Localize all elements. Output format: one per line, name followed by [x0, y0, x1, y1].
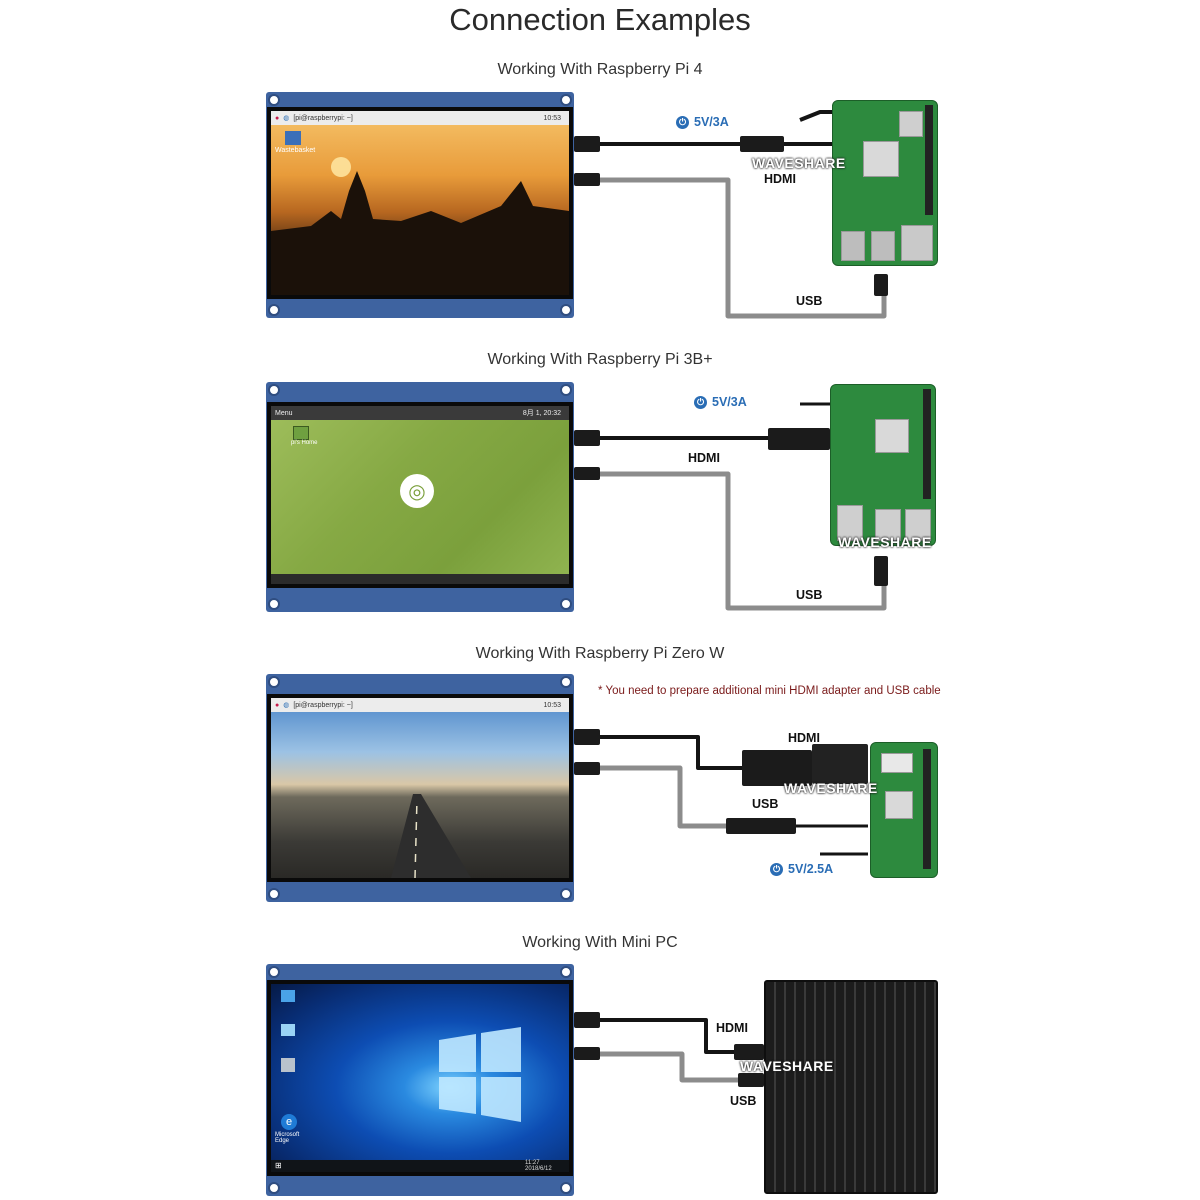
- power-icon: ⏻: [676, 115, 689, 129]
- hdmi-plug: [574, 1012, 600, 1028]
- wastebasket-icon: [285, 131, 301, 145]
- mini-hdmi-adapter: [812, 744, 868, 784]
- watermark: WAVESHARE: [838, 534, 932, 550]
- page-title: Connection Examples: [449, 2, 751, 37]
- ubuntu-mate-logo-icon: ◎: [400, 474, 434, 508]
- bottom-panel: [271, 574, 569, 584]
- globe-icon: ◍: [283, 702, 290, 709]
- otg-usb-adapter: [726, 818, 796, 834]
- power-label-pizero: ⏻5V/2.5A: [770, 862, 833, 876]
- adapter-note: * You need to prepare additional mini HD…: [598, 685, 941, 697]
- start-icon[interactable]: ⊞: [275, 1161, 282, 1170]
- windows-logo: [439, 1027, 521, 1122]
- terminal-path: [pi@raspberrypi: ~]: [293, 701, 353, 709]
- home-folder-icon: [293, 426, 309, 440]
- power-icon: ⏻: [770, 862, 783, 876]
- raspberry-menu-icon: ●: [275, 701, 280, 709]
- raspberry-pi-3b-board: [830, 384, 936, 546]
- hdmi-plug: [574, 430, 600, 446]
- watermark: WAVESHARE: [752, 155, 846, 171]
- raspberry-pi-zero-board: [870, 742, 938, 878]
- lcd-panel-pizero: ● ◍ [pi@raspberrypi: ~] 10:53: [266, 674, 574, 902]
- menu-label: Menu: [275, 409, 293, 417]
- lcd-screen-minipc: e Microsoft Edge ⊞ 11:27 2018/6/12: [267, 980, 573, 1176]
- desktop-taskbar: ● ◍ [pi@raspberrypi: ~] 10:53: [271, 698, 569, 712]
- usb-label-minipc: USB: [730, 1094, 757, 1108]
- desktop-taskbar: Menu 8月 1, 20:32: [271, 406, 569, 420]
- section-title-pi3b: Working With Raspberry Pi 3B+: [487, 351, 713, 368]
- usb-label-pizero: USB: [752, 797, 779, 811]
- usb-plug: [574, 467, 600, 480]
- edge-icon: e: [281, 1114, 297, 1130]
- usb-a-plug: [874, 556, 888, 586]
- power-icon: ⏻: [694, 395, 707, 409]
- hdmi-label-pizero: HDMI: [788, 731, 820, 745]
- taskbar-time: 11:27: [525, 1160, 540, 1166]
- windows-taskbar: ⊞ 11:27 2018/6/12: [271, 1160, 569, 1172]
- desktop-taskbar: ● ◍ [pi@raspberrypi: ~] 10:53: [271, 111, 569, 125]
- this-pc-icon: [281, 990, 295, 1002]
- lcd-screen-pi4: ● ◍ [pi@raspberrypi: ~] 10:53 Wastebaske…: [267, 107, 573, 299]
- section-title-pi4: Working With Raspberry Pi 4: [497, 61, 703, 78]
- recycle-bin-icon: [281, 1058, 295, 1072]
- desktop-icon-label: Wastebasket: [275, 147, 316, 154]
- usb-plug: [574, 1047, 600, 1060]
- lcd-panel-minipc: e Microsoft Edge ⊞ 11:27 2018/6/12: [266, 964, 574, 1196]
- usb-plug: [574, 762, 600, 775]
- desktop-icon-label: pi's Home: [291, 440, 318, 446]
- power-label-pi4: ⏻5V/3A: [676, 115, 729, 129]
- usb-plug-pc-side: [738, 1073, 764, 1087]
- watermark: WAVESHARE: [740, 1058, 834, 1074]
- mini-pc-box: [764, 980, 938, 1194]
- taskbar-date: 2018/6/12: [525, 1166, 552, 1172]
- hdmi-plug-board-side: [768, 428, 830, 450]
- clock: 8月 1, 20:32: [522, 410, 561, 417]
- clock: 10:53: [543, 114, 561, 122]
- terminal-path: [pi@raspberrypi: ~]: [293, 114, 353, 122]
- power-label-pi3b: ⏻5V/3A: [694, 395, 747, 409]
- raspberry-pi-4-board: [832, 100, 938, 266]
- usb-label-pi3b: USB: [796, 588, 823, 602]
- usb-plug: [574, 173, 600, 186]
- hdmi-plug-adapter-side: [742, 750, 812, 786]
- hdmi-plug: [574, 729, 600, 745]
- desktop-icon-label: Microsoft Edge: [275, 1132, 300, 1144]
- lcd-screen-pi3b: Menu 8月 1, 20:32 pi's Home ◎: [267, 402, 573, 588]
- hdmi-label-pi3b: HDMI: [688, 451, 720, 465]
- road-image: [391, 794, 471, 878]
- lcd-panel-pi3b: Menu 8月 1, 20:32 pi's Home ◎: [266, 382, 574, 612]
- lcd-panel-pi4: ● ◍ [pi@raspberrypi: ~] 10:53 Wastebaske…: [266, 92, 574, 318]
- hdmi-label-minipc: HDMI: [716, 1021, 748, 1035]
- hdmi-label-pi4: HDMI: [764, 172, 796, 186]
- watermark: WAVESHARE: [784, 780, 878, 796]
- hdmi-adapter: [740, 136, 784, 152]
- temple-silhouette: [271, 157, 569, 295]
- hdmi-plug: [574, 136, 600, 152]
- section-title-pizero: Working With Raspberry Pi Zero W: [475, 645, 725, 662]
- hdmi-plug-pc-side: [734, 1044, 764, 1060]
- usb-a-plug: [874, 274, 888, 296]
- raspberry-menu-icon: ●: [275, 114, 280, 122]
- section-title-minipc: Working With Mini PC: [522, 934, 678, 951]
- usb-label-pi4: USB: [796, 294, 823, 308]
- control-panel-icon: [281, 1024, 295, 1036]
- lcd-screen-pizero: ● ◍ [pi@raspberrypi: ~] 10:53: [267, 694, 573, 882]
- clock: 10:53: [543, 701, 561, 709]
- globe-icon: ◍: [283, 115, 290, 122]
